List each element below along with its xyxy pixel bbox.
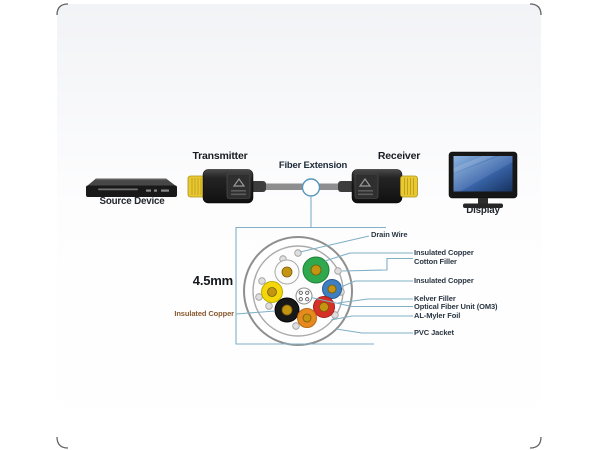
wire-green xyxy=(302,256,330,284)
callout-insulated-copper-left: Insulated Copper xyxy=(174,308,234,318)
source-device xyxy=(86,178,177,197)
callout-insulated-copper-2: Insulated Copper xyxy=(414,275,474,285)
leader-al-mylar-foil xyxy=(330,315,413,321)
callout-lines xyxy=(235,196,413,345)
dimension-bracket xyxy=(235,226,386,345)
display-label: Display xyxy=(466,205,500,216)
leader-optical-fiber-unit xyxy=(310,296,413,308)
card-corner-marks xyxy=(56,3,542,449)
display-monitor xyxy=(448,151,518,208)
device-buttons xyxy=(146,189,169,192)
receiver-label: Receiver xyxy=(377,150,421,162)
leader-kelver-filler xyxy=(337,298,413,304)
fiber-extension-marker xyxy=(301,178,321,197)
brand-triangle-icon xyxy=(358,177,372,187)
wire-bundle xyxy=(261,256,342,328)
wire-orange xyxy=(297,308,317,328)
wire-red xyxy=(313,296,335,318)
callout-drain-wire: Drain Wire xyxy=(371,230,408,239)
leader-insulated-copper-2 xyxy=(340,280,413,288)
fiber-extension-label: Fiber Extension xyxy=(278,160,348,171)
leader-drain-wire xyxy=(299,235,370,253)
wire-blue xyxy=(322,279,342,299)
hdmi-plug xyxy=(187,175,206,198)
receiver-connector xyxy=(351,169,418,204)
leader-insulated-copper-left xyxy=(235,310,276,315)
hdmi-plug xyxy=(400,175,418,198)
callout-insulated-copper-1: Insulated Copper xyxy=(414,247,474,257)
callout-optical-fiber-unit: Optical Fiber Unit (OM3) xyxy=(414,302,498,311)
background-card xyxy=(57,4,541,448)
leader-cotton-filler xyxy=(341,257,413,272)
wire-black xyxy=(274,297,300,323)
diameter-label: 4.5mm xyxy=(192,273,233,288)
brand-triangle-icon xyxy=(232,177,246,187)
leader-insulated-copper-1 xyxy=(324,252,413,262)
callout-pvc-jacket: PVC Jacket xyxy=(414,327,454,337)
transmitter-connector xyxy=(187,169,254,204)
wire-white xyxy=(274,259,300,285)
leader-pvc-jacket xyxy=(335,328,413,334)
cable-cross-section xyxy=(243,236,353,346)
callout-kelver-filler: Kelver Filler xyxy=(414,294,456,303)
source-device-label: Source Device xyxy=(99,196,165,207)
optical-fiber-unit xyxy=(295,287,313,305)
wire-yellow xyxy=(261,281,283,303)
transmitter-label: Transmitter xyxy=(192,150,248,162)
disc-slot xyxy=(98,188,138,191)
callout-cotton-filler: Cotton Filler xyxy=(414,257,457,266)
monitor-screen xyxy=(453,156,513,192)
callout-al-mylar-foil: AL-Myler Foil xyxy=(414,311,461,320)
